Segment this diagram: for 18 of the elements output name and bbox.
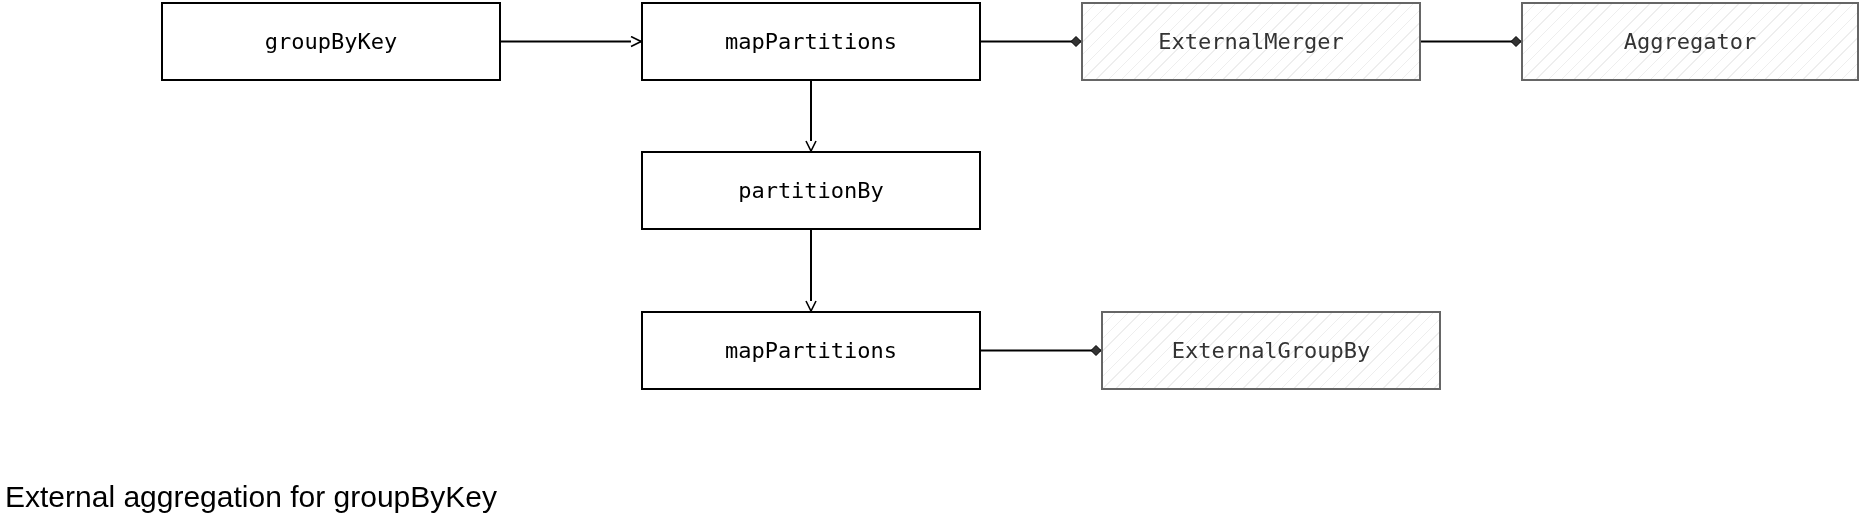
arrow [805,80,817,152]
node-label: ExternalGroupBy [1171,337,1371,365]
node-label: mapPartitions [724,28,898,56]
node-label: groupByKey [264,28,398,56]
class-box [1101,311,1441,390]
arrow [500,35,642,48]
caption: External aggregation for groupByKey [5,479,497,515]
node-label: Aggregator [1623,28,1757,56]
node-label: partitionBy [738,177,884,205]
process-box [641,151,981,230]
class-box [1081,2,1421,81]
node-label: mapPartitions [724,337,898,365]
class-box [1521,2,1859,81]
node-label: ExternalMerger [1158,28,1344,56]
process-box [641,311,981,390]
arrow [805,229,817,312]
process-box [161,2,501,81]
process-box [641,2,981,81]
